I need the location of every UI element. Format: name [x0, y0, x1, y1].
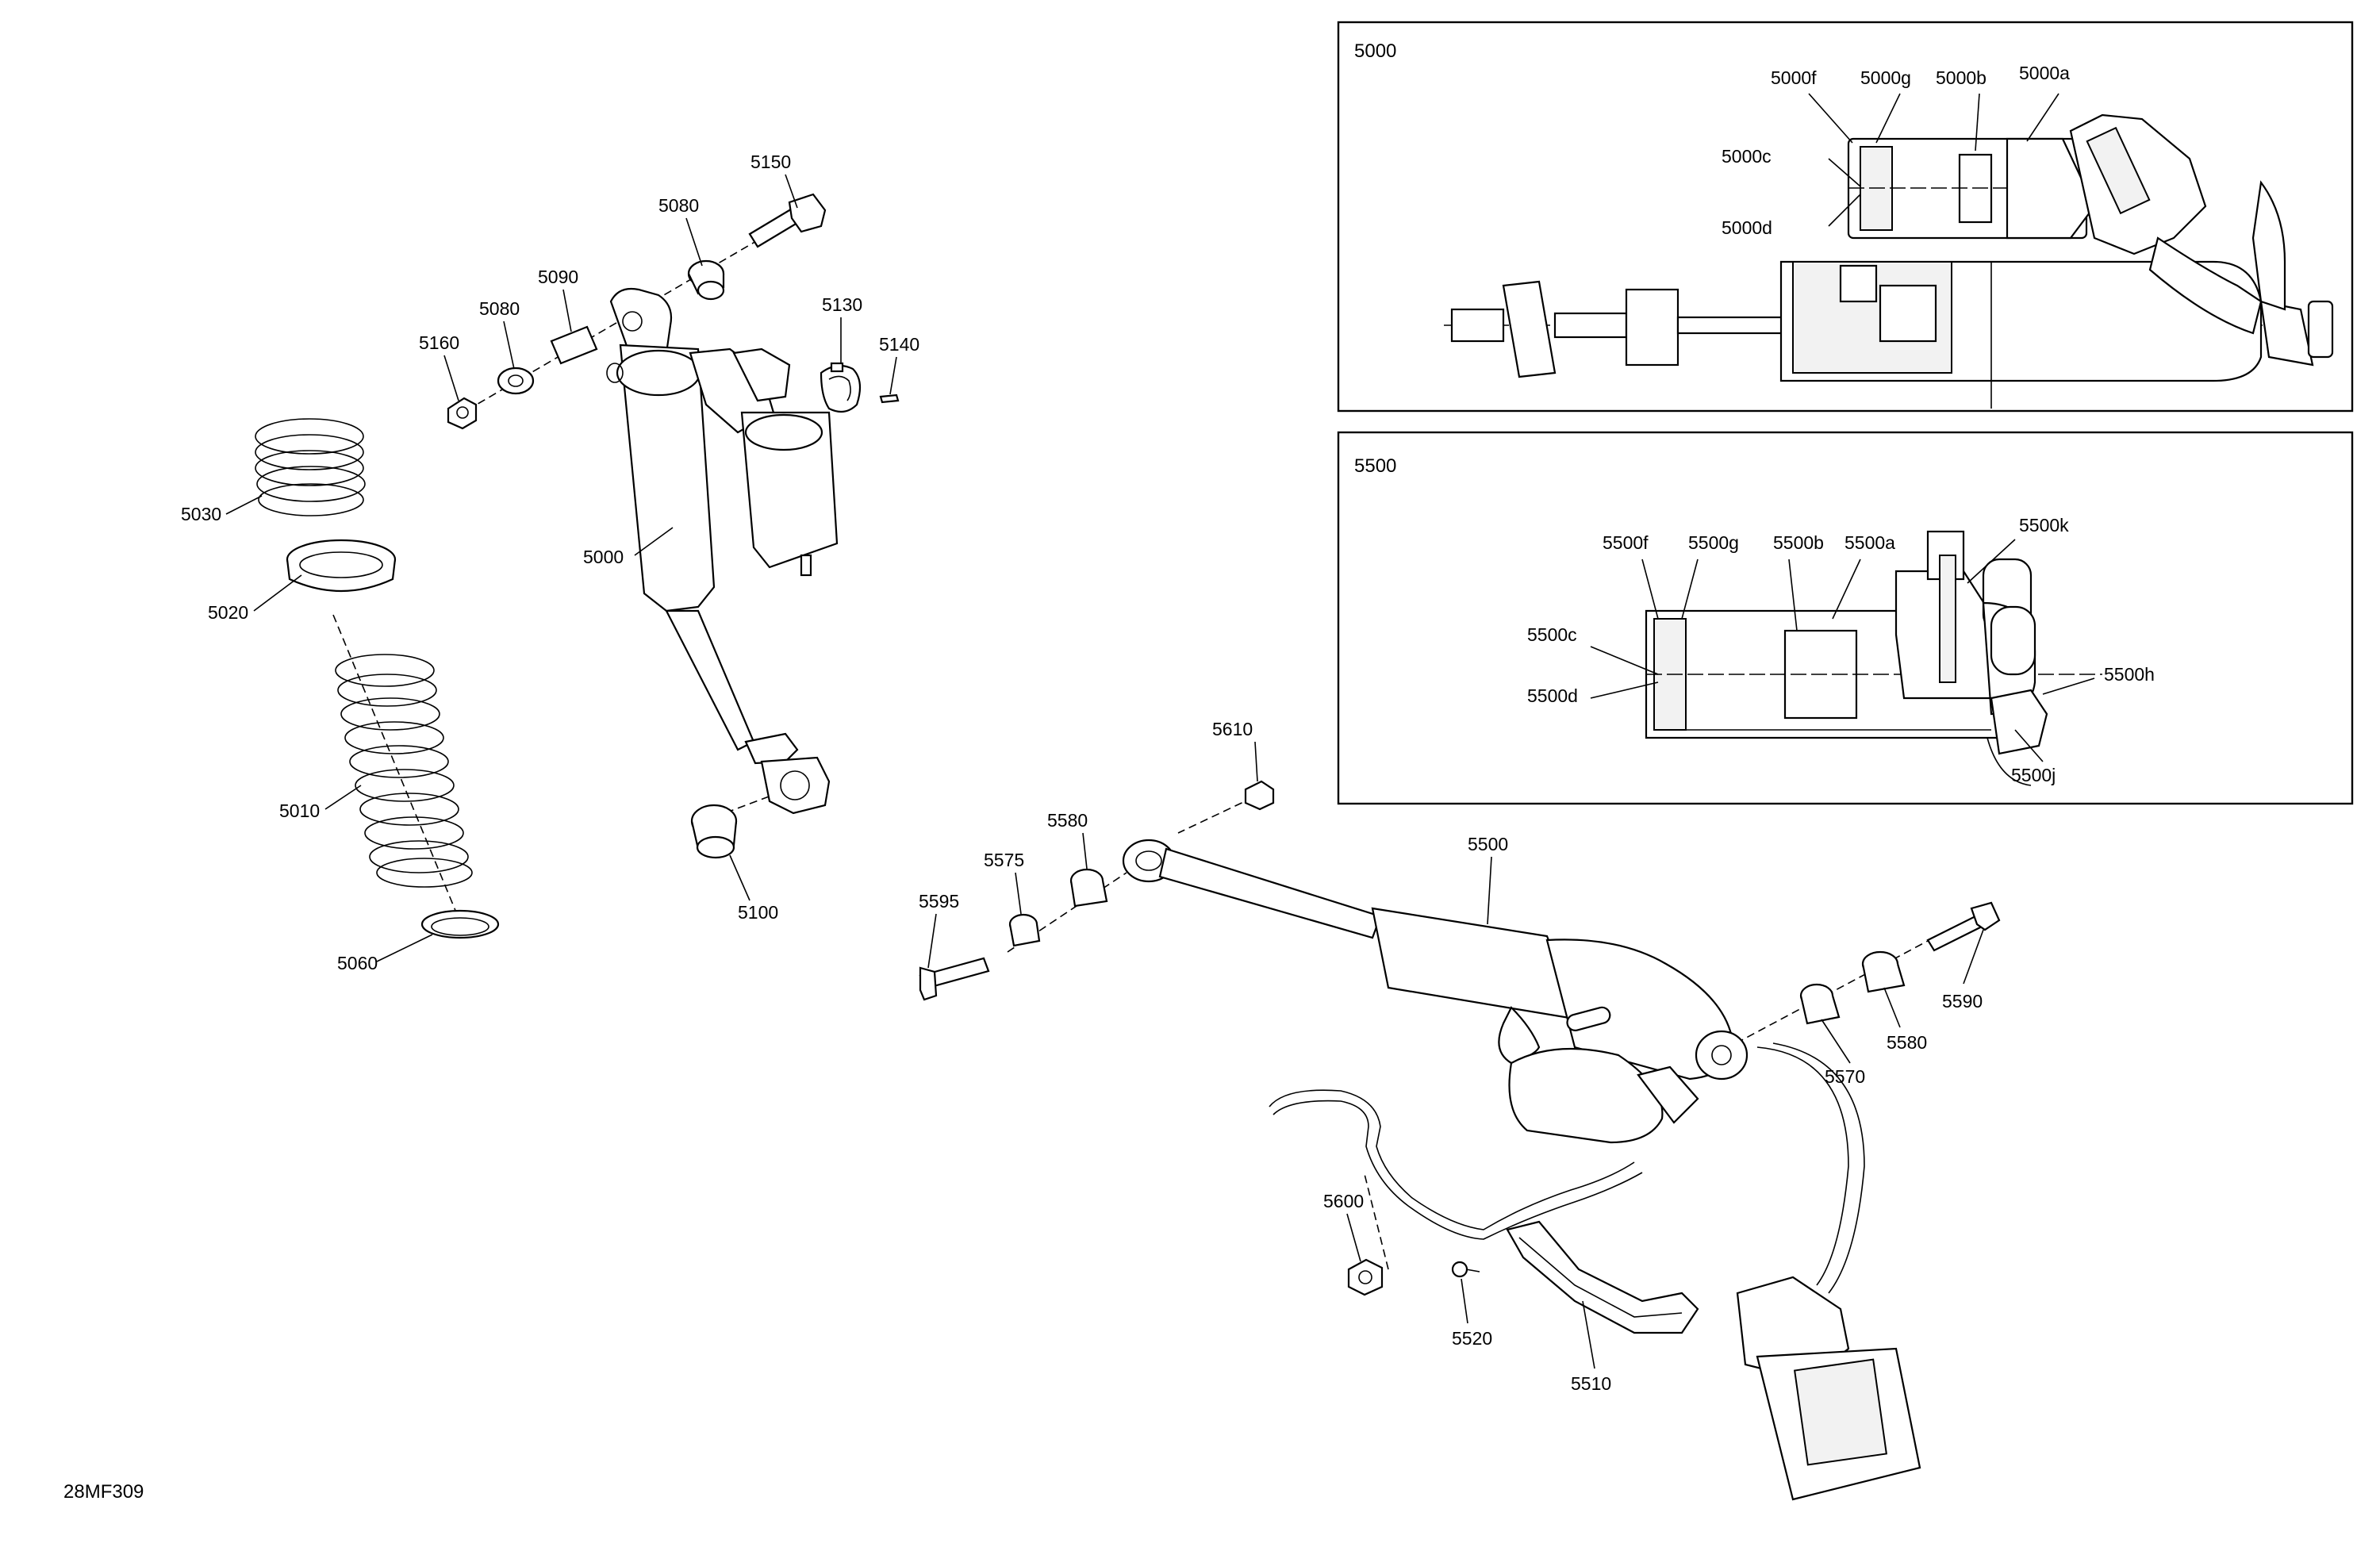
label-5500a: 5500a: [1844, 532, 1895, 553]
drawing-code: 28MF309: [63, 1481, 144, 1503]
label-5500d: 5500d: [1527, 685, 1578, 706]
nut-5610: [1244, 780, 1275, 811]
bushing-5100: [690, 804, 738, 859]
label-5600: 5600: [1323, 1191, 1364, 1211]
label-5575: 5575: [984, 850, 1024, 870]
label-5500h: 5500h: [2104, 664, 2155, 685]
spring-5030: [255, 418, 366, 516]
label-5580-left: 5580: [1047, 810, 1088, 831]
inset-5500-title: 5500: [1354, 455, 1396, 477]
nut-5600: [1347, 1258, 1384, 1296]
label-5130: 5130: [822, 294, 862, 315]
rear-shock-assembly: [919, 780, 2001, 1501]
label-5140: 5140: [879, 334, 919, 355]
label-5080-lower: 5080: [479, 298, 520, 319]
inset-5000-title: 5000: [1354, 40, 1396, 62]
nut-5160: [447, 397, 478, 430]
label-5150: 5150: [750, 152, 791, 172]
label-5570: 5570: [1825, 1066, 1865, 1087]
wiring-harness: [1269, 1089, 1635, 1230]
label-5595: 5595: [919, 891, 959, 912]
label-5610: 5610: [1212, 719, 1253, 739]
label-5160: 5160: [419, 332, 459, 353]
bushing-5080-top: [687, 259, 725, 301]
label-5080-top: 5080: [658, 195, 699, 216]
shock-body-5500: [1122, 839, 1921, 1501]
label-5030: 5030: [181, 504, 221, 524]
bolt-5150: [748, 193, 827, 248]
label-5500: 5500: [1468, 834, 1508, 854]
label-5500g: 5500g: [1688, 532, 1739, 553]
inset-5000-leaders: [1808, 93, 2059, 227]
label-5090: 5090: [538, 267, 578, 287]
label-5000a: 5000a: [2019, 63, 2070, 83]
label-5500j: 5500j: [2011, 765, 2056, 785]
label-5000c: 5000c: [1722, 146, 1772, 167]
screw-5520: [1451, 1261, 1480, 1278]
label-5010: 5010: [279, 800, 320, 821]
label-5500k: 5500k: [2019, 515, 2069, 536]
bushing-5580-right: [1861, 950, 1906, 993]
label-5000b: 5000b: [1936, 67, 1987, 88]
label-5520: 5520: [1452, 1328, 1492, 1349]
spacer-5575: [1008, 913, 1041, 947]
inset-5500-section: [1645, 530, 2102, 786]
label-5510: 5510: [1571, 1373, 1611, 1394]
spring-5010: [335, 654, 473, 888]
bolt-5590: [1926, 901, 2001, 952]
main-leaders: [225, 174, 1984, 1369]
inset-5500-frame: [1337, 431, 2354, 805]
spring-seat-5020: [286, 539, 397, 593]
bushing-5080-lower: [497, 367, 535, 395]
screw-5140: [879, 393, 900, 404]
label-5500b: 5500b: [1773, 532, 1824, 553]
label-5000f: 5000f: [1771, 67, 1817, 88]
sleeve-5090: [550, 325, 598, 365]
label-5000d: 5000d: [1722, 217, 1772, 238]
front-shock-assembly: [332, 193, 900, 913]
label-5590: 5590: [1942, 991, 1983, 1012]
spacer-5570: [1799, 983, 1841, 1025]
bushing-5580-left: [1069, 868, 1108, 908]
clamp-5130: [820, 362, 862, 413]
inset-5500-leaders: [1590, 539, 2095, 762]
label-5500f: 5500f: [1603, 532, 1649, 553]
label-5020: 5020: [208, 602, 248, 623]
label-5580-right: 5580: [1887, 1032, 1927, 1053]
inset-5000-section: [1444, 113, 2334, 409]
label-5000g: 5000g: [1860, 67, 1911, 88]
shock-body-5000: [606, 287, 839, 815]
inset-5000-frame: [1337, 21, 2354, 413]
bolt-5595: [919, 957, 990, 1001]
guard-5510: [1506, 1220, 1699, 1334]
label-5100: 5100: [738, 902, 778, 923]
clip-5060: [420, 909, 500, 939]
label-5000: 5000: [583, 547, 624, 567]
inset-5500: 5500 5500f 5500g: [1337, 431, 2354, 805]
inset-5000: 5000: [1337, 21, 2354, 413]
part-labels: 5150 5080 5090 5080 5160 5130 5140 5030 …: [181, 152, 1983, 1394]
label-5060: 5060: [337, 953, 378, 973]
label-5500c: 5500c: [1527, 624, 1577, 645]
